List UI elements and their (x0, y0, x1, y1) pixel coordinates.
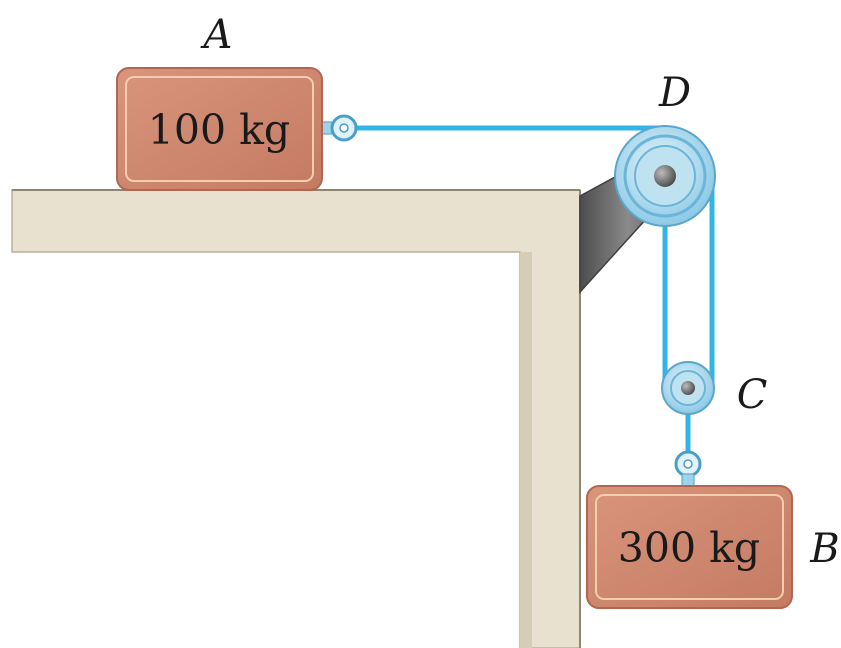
block-a-mass: 100 kg (148, 106, 290, 154)
eyelet-b (674, 450, 702, 487)
block-b: 300 kg (586, 485, 793, 609)
pulley-d (614, 125, 716, 227)
pulley-c-hub (681, 381, 695, 395)
table (11, 189, 581, 648)
pulley-c (661, 361, 715, 415)
table-shadow (520, 252, 532, 648)
pulley-d-hub (654, 165, 676, 187)
label-b: B (809, 526, 839, 572)
table-surface (11, 189, 581, 648)
label-a: A (200, 12, 233, 58)
block-a: 100 kg (116, 67, 323, 191)
label-c: C (737, 372, 768, 418)
label-d: D (658, 70, 691, 116)
eyelet-a (321, 114, 358, 142)
block-b-mass: 300 kg (618, 524, 760, 572)
